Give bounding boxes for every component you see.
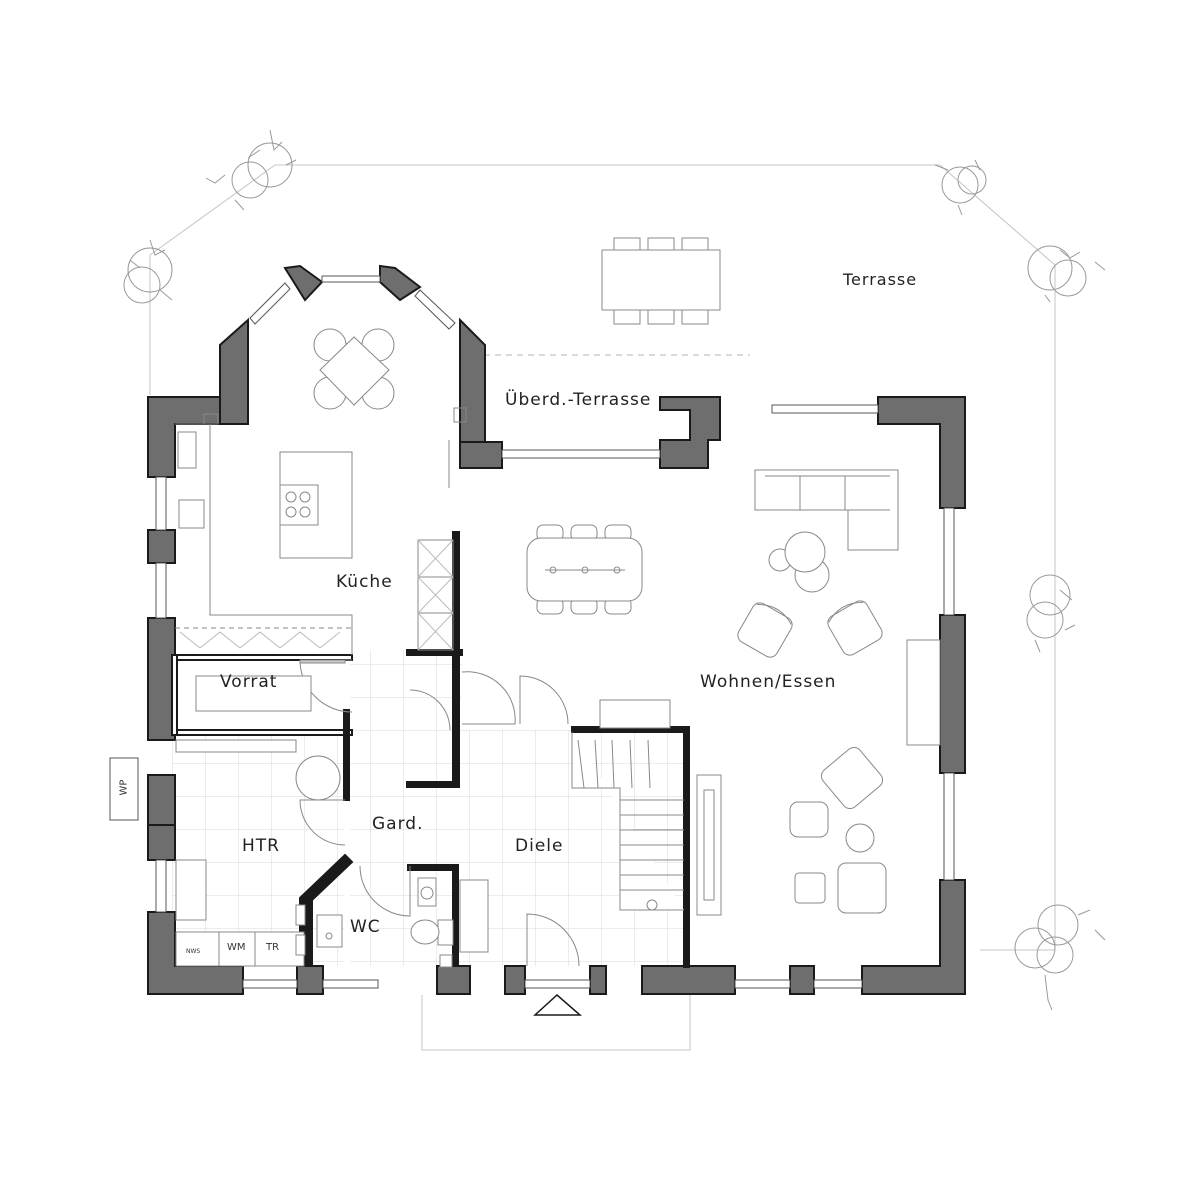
interior-wall-fills — [301, 532, 689, 967]
entrance-arrow — [533, 993, 583, 1016]
nws-label: NWS — [186, 948, 201, 955]
tr-label: TR — [266, 942, 280, 953]
wc-label: WC — [350, 917, 381, 937]
tree-left — [123, 239, 173, 304]
ueberd-terrasse-label: Überd.-Terrasse — [505, 390, 652, 410]
trees — [123, 129, 1106, 1011]
tree-right-top — [1027, 245, 1106, 303]
vorrat-label: Vorrat — [220, 672, 278, 692]
living-dining-set — [526, 524, 643, 615]
gard-label: Gard. — [372, 814, 424, 834]
wm-label: WM — [227, 942, 246, 953]
bay-dining-set — [313, 328, 395, 410]
wohnen-essen-label: Wohnen/Essen — [700, 672, 837, 692]
windows — [155, 275, 955, 989]
wc-fixtures — [316, 877, 489, 968]
tree-right-mid — [1026, 574, 1076, 653]
sideboards — [599, 639, 941, 916]
kueche-label: Küche — [336, 572, 393, 592]
kitchen-island — [279, 451, 353, 559]
tree-top-right — [934, 159, 987, 216]
htr-label: HTR — [242, 836, 280, 856]
terrasse-label: Terrasse — [843, 270, 918, 289]
tree-top-left — [205, 129, 297, 211]
staircase — [571, 732, 684, 911]
utility-fixtures — [175, 675, 341, 967]
heat-pump-box — [109, 757, 139, 821]
armchairs — [737, 600, 887, 914]
doors — [299, 440, 580, 967]
tiled-floor — [172, 650, 685, 966]
coffee-tables — [768, 531, 830, 593]
plot-boundary — [149, 164, 1056, 1051]
wp-label: WP — [118, 779, 130, 796]
kitchen-counters — [175, 407, 467, 655]
sofa — [754, 469, 899, 551]
exterior-walls — [147, 264, 966, 995]
diele-label: Diele — [515, 836, 564, 856]
tree-right-bottom — [1014, 904, 1106, 1011]
terrace-dining-set — [601, 237, 721, 325]
